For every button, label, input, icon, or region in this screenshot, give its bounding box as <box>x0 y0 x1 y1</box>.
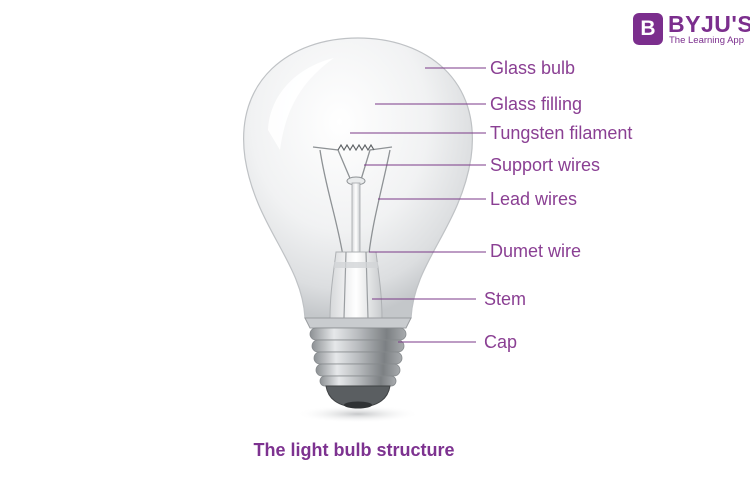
support-wire-right <box>359 146 393 184</box>
stem-glass <box>329 251 383 319</box>
tungsten-filament <box>337 143 375 152</box>
support-rod <box>351 182 361 254</box>
cap-contact <box>344 401 372 409</box>
bulb-shadow <box>296 405 420 423</box>
label-glass-bulb: Glass bulb <box>490 58 576 78</box>
lead-wire-left <box>319 149 345 263</box>
label-support-wires: Support wires <box>490 155 601 175</box>
label-stem: Stem <box>484 289 527 309</box>
label-tungsten-filament: Tungsten filament <box>490 123 633 143</box>
cap-neck <box>304 317 412 329</box>
byjus-logo: B BYJU'S The Learning App <box>633 11 750 49</box>
leader-lines <box>350 67 486 343</box>
cap-threads <box>309 327 407 387</box>
logo-tagline: The Learning App <box>669 35 745 46</box>
label-lead-wires: Lead wires <box>490 189 578 209</box>
dumet-band <box>334 262 378 268</box>
glass-highlight <box>268 58 334 150</box>
label-cap: Cap <box>484 332 518 352</box>
logo-name: BYJU'S <box>668 11 750 37</box>
label-dumet-wire: Dumet wire <box>490 241 582 261</box>
label-glass-filling: Glass filling <box>490 94 583 114</box>
lead-wire-right <box>367 149 391 263</box>
diagram-caption: The light bulb structure <box>253 440 455 460</box>
logo-badge-icon: B <box>633 13 663 45</box>
